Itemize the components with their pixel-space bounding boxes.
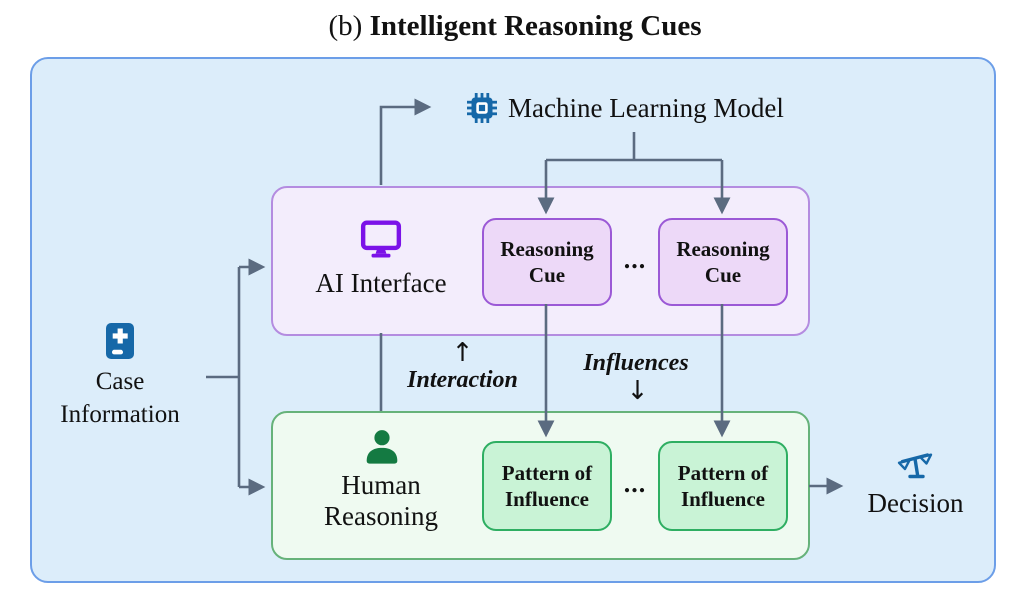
reasoning-cues-ellipsis: ... [623, 245, 647, 274]
patterns-ellipsis: ... [623, 469, 647, 498]
person-icon [363, 429, 401, 465]
decision-label: Decision [867, 488, 964, 518]
scales-icon [897, 447, 933, 481]
pattern-2-line1: Pattern of [677, 460, 769, 485]
chip-icon [466, 92, 498, 124]
pattern-2-line2: Influence [680, 487, 765, 511]
human-reasoning-label: Human Reasoning [281, 470, 481, 532]
figure-title-text: Intelligent Reasoning Cues [369, 10, 702, 42]
figure-title-prefix: (b) [328, 10, 370, 42]
case-information-line2: Information [60, 401, 180, 428]
reasoning-cue-2-line1: Reasoning [676, 236, 770, 261]
ml-model-label: Machine Learning Model [508, 93, 784, 123]
pattern-1-line2: Influence [504, 487, 589, 511]
reasoning-cue-2-line2: Cue [704, 263, 742, 287]
reasoning-cue-1-line1: Reasoning [500, 236, 594, 261]
case-information-label: Case Information [40, 365, 200, 431]
book-plus-icon [104, 322, 136, 360]
pattern-1-line1: Pattern of [501, 460, 593, 485]
figure-title: (b) Intelligent Reasoning Cues [0, 10, 1030, 43]
influences-label: Influences [583, 350, 689, 376]
interaction-label: Interaction [407, 367, 518, 393]
interaction-up-arrow: ↑ [451, 338, 474, 368]
ai-interface-label: AI Interface [315, 268, 447, 298]
human-reasoning-line2: Reasoning [324, 501, 438, 531]
influences-down-arrow: ↓ [626, 376, 649, 406]
case-information-line1: Case [95, 368, 145, 395]
pattern-box-1: Pattern of Influence [482, 441, 612, 531]
pattern-box-2: Pattern of Influence [658, 441, 788, 531]
human-reasoning-line1: Human [341, 470, 421, 500]
reasoning-cue-box-1: Reasoning Cue [482, 218, 612, 306]
reasoning-cue-box-2: Reasoning Cue [658, 218, 788, 306]
reasoning-cue-1-line2: Cue [528, 263, 566, 287]
monitor-icon [360, 220, 402, 258]
